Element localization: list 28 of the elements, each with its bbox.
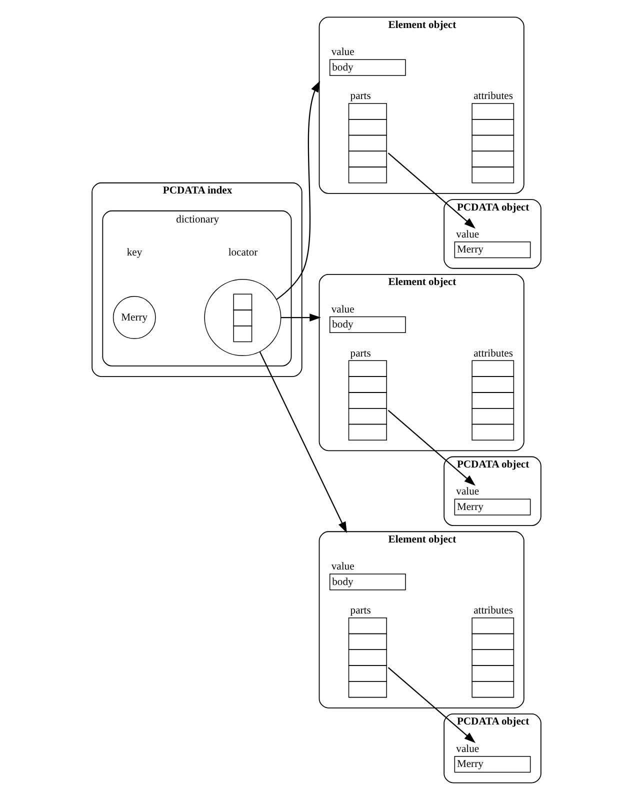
node-label: value <box>456 486 479 498</box>
arrow <box>276 80 320 300</box>
node-label: value <box>330 47 354 58</box>
node-label: value <box>456 230 479 240</box>
label: locator <box>228 247 258 258</box>
node-label: parts <box>350 348 370 360</box>
node-box: body <box>328 59 406 76</box>
node-label: parts <box>350 91 370 102</box>
node-box: Merry <box>454 756 530 773</box>
node-label: value <box>330 562 354 573</box>
node-circle <box>204 279 281 356</box>
node-label: attributes <box>473 605 512 616</box>
node-label: value <box>330 304 354 316</box>
node-label: attributes <box>473 348 512 360</box>
node-label: value <box>456 744 479 755</box>
node-label: attributes <box>473 91 512 102</box>
node-box: Merry <box>454 498 530 516</box>
arrow <box>258 351 346 534</box>
node-circle: Merry <box>112 296 156 340</box>
node-box: body <box>328 574 406 590</box>
label: key <box>126 247 142 258</box>
arrow <box>387 152 475 229</box>
arrow <box>387 667 475 743</box>
node-box: Merry <box>454 242 530 258</box>
node-label: parts <box>350 605 370 616</box>
arrow <box>387 410 475 486</box>
arrow <box>280 314 320 322</box>
node-box: body <box>328 316 406 334</box>
